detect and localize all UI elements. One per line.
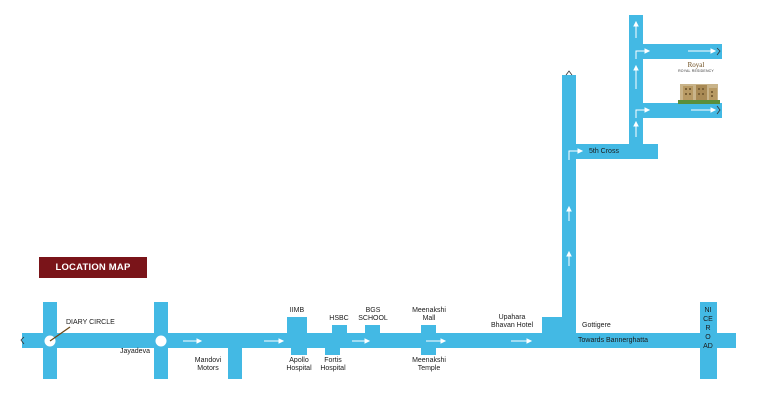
- logo-text: ROYAL RESIDENCY: [678, 69, 714, 73]
- arrow-icon: [688, 48, 717, 54]
- label-meenakshi-temple: Meenakshi Temple: [412, 357, 446, 372]
- apollo-block: [291, 347, 307, 355]
- royal-residency-logo: Royal ROYAL RESIDENCY: [676, 62, 716, 80]
- arrow-icon: [633, 20, 639, 38]
- road-end-markers: [20, 47, 721, 345]
- logo-mark: Royal: [687, 61, 705, 69]
- arrow-icon: [568, 148, 584, 160]
- label-apollo-hospital: Apollo Hospital: [286, 357, 312, 372]
- road-network: [22, 15, 736, 379]
- arrow-icon: [635, 107, 651, 118]
- upahara-block: [542, 317, 562, 334]
- arrow-icon: [691, 107, 717, 113]
- direction-arrows: [183, 20, 717, 344]
- arrow-icon: [566, 250, 572, 266]
- fortis-block: [325, 347, 340, 355]
- iimb-block: [287, 317, 307, 334]
- arrow-icon: [183, 338, 203, 344]
- circle-marker-icon: [155, 335, 167, 347]
- lower-branch: [643, 103, 722, 118]
- label-fortis-hospital: Fortis Hospital: [320, 357, 346, 372]
- label-fifth-cross: 5th Cross: [589, 148, 619, 155]
- arrow-icon: [635, 48, 651, 59]
- label-bgs-school: BGS SCHOOL: [358, 307, 388, 322]
- label-gottigere: Gottigere: [582, 322, 611, 329]
- arrow-icon: [426, 338, 447, 344]
- label-towards-bannerghatta: Towards Bannerghatta: [578, 337, 649, 344]
- label-iimb: IIMB: [289, 307, 305, 314]
- main-road: [22, 333, 736, 348]
- label-nice-road: NICE ROAD: [703, 307, 713, 350]
- arrow-icon: [352, 338, 371, 344]
- arrow-icon: [566, 205, 572, 221]
- arrow-icon: [633, 64, 639, 89]
- label-upahara-bhavan: Upahara Bhavan Hotel: [490, 314, 534, 329]
- building-icon: [678, 84, 720, 104]
- mandovi-spur: [228, 347, 242, 379]
- bgs-block: [365, 325, 380, 333]
- meenakshi-temple-block: [421, 347, 436, 355]
- pointer-line: [49, 326, 71, 342]
- nice-road: [700, 302, 717, 379]
- arrow-icon: [511, 338, 533, 344]
- label-hsbc: HSBC: [329, 315, 349, 322]
- label-jayadeva: Jayadeva: [120, 348, 150, 355]
- meenakshi-mall-block: [421, 325, 436, 333]
- arrow-icon: [633, 120, 639, 137]
- location-map-title: LOCATION MAP: [39, 257, 147, 278]
- arrow-icon: [264, 338, 285, 344]
- label-mandovi-motors: Mandovi Motors: [194, 357, 222, 372]
- label-meenakshi-mall: Meenakshi Mall: [412, 307, 446, 322]
- hsbc-block: [332, 325, 347, 333]
- top-branch: [643, 44, 722, 59]
- label-diary-circle: DIARY CIRCLE: [66, 319, 115, 326]
